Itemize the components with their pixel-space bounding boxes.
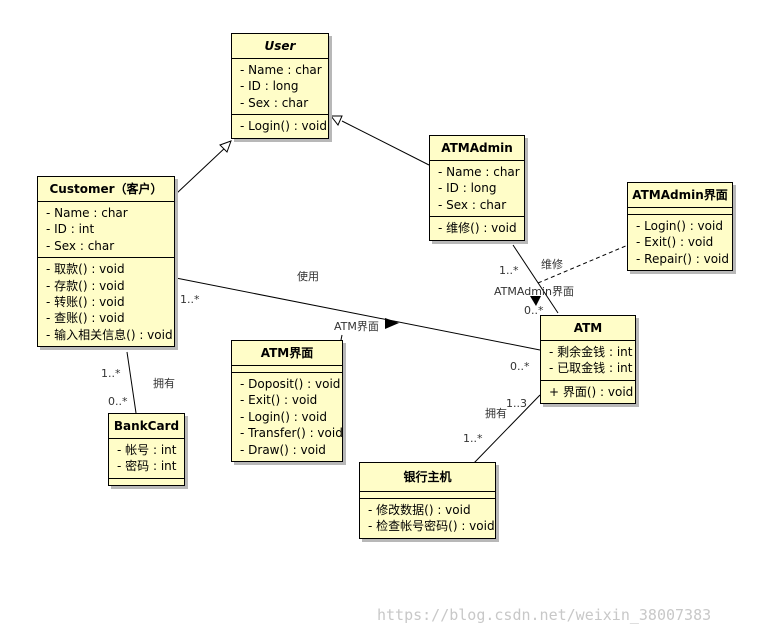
class-customer-name: Customer（客户）: [38, 177, 174, 202]
class-atmadmin-ui-operations: - Login() : void - Exit() : void - Repai…: [628, 215, 732, 270]
class-atm-ui-op: - Doposit() : void: [240, 377, 341, 391]
class-atmadmin-ui-name: ATMAdmin界面: [628, 183, 732, 208]
class-user-attributes: - Name : char - ID : long - Sex : char: [232, 59, 328, 116]
atmadmin-multiplicity: 1..*: [499, 264, 519, 277]
class-atm-attr: - 已取金钱 : int: [549, 361, 633, 376]
class-customer-op: - 输入相关信息() : void: [46, 327, 173, 342]
class-atmadmin-ui-op: - Repair() : void: [636, 251, 729, 266]
class-atm-name: ATM: [541, 316, 635, 341]
own-host-association-label: 拥有: [485, 407, 507, 420]
class-atm-attributes: - 剩余金钱 : int - 已取金钱 : int: [541, 341, 635, 381]
class-atmadmin-ui-op: - Login() : void: [636, 219, 723, 233]
customer-user-generalization: [176, 145, 228, 194]
class-atmadmin-ui[interactable]: ATMAdmin界面 - Login() : void - Exit() : v…: [627, 182, 733, 272]
customer-use-multiplicity: 1..*: [180, 293, 200, 306]
class-bank-host-attributes: [360, 492, 495, 499]
class-user-attr: - Name : char: [240, 63, 322, 77]
class-atm-ui[interactable]: ATM界面 - Doposit() : void - Exit() : void…: [231, 340, 343, 462]
class-customer-op: - 转账() : void: [46, 294, 125, 309]
class-atmadmin-ui-op: - Exit() : void: [636, 235, 714, 250]
atm-use-multiplicity: 0..*: [510, 360, 530, 373]
class-atm-ui-op: - Transfer() : void: [240, 426, 343, 441]
class-atm-op: + 界面() : void: [549, 384, 634, 399]
class-customer[interactable]: Customer（客户） - Name : char - ID : int - …: [37, 176, 175, 348]
class-user-attr: - ID : long: [240, 79, 299, 94]
class-atmadmin-name: ATMAdmin: [430, 136, 524, 161]
atmadmin-atm-association: [512, 244, 559, 314]
own-card-association-label: 拥有: [153, 377, 175, 390]
class-bank-host-operations: - 修改数据() : void - 检查帐号密码() : void: [360, 499, 495, 538]
class-atm-ui-operations: - Doposit() : void - Exit() : void - Log…: [232, 373, 343, 461]
class-customer-op: - 取款() : void: [46, 262, 125, 277]
class-atm-ui-op: - Draw() : void: [240, 442, 326, 457]
customer-atm-association: [175, 277, 541, 351]
class-atmadmin-op: - 维修() : void: [438, 221, 517, 236]
class-bank-host-op: - 检查帐号密码() : void: [368, 519, 495, 534]
atmadmin-user-generalization: [341, 120, 430, 166]
use-direction-arrowhead: [385, 318, 399, 329]
class-bankcard[interactable]: BankCard - 帐号 : int - 密码 : int: [108, 413, 185, 486]
class-customer-op: - 存款() : void: [46, 278, 125, 293]
class-user-name: User: [232, 34, 328, 59]
class-atmadmin[interactable]: ATMAdmin - Name : char - ID : long - Sex…: [429, 135, 525, 241]
class-atmadmin-operations: - 维修() : void: [430, 217, 524, 239]
class-customer-attr: - Name : char: [46, 206, 128, 220]
class-user-op: - Login() : void: [240, 119, 327, 134]
customer-user-generalization-arrowhead: [219, 140, 232, 153]
repair-dashed-connector: [537, 244, 629, 284]
class-user[interactable]: User - Name : char - ID : long - Sex : c…: [231, 33, 329, 139]
class-atmadmin-attr: - Sex : char: [438, 197, 507, 212]
host-multiplicity: 1..*: [463, 432, 483, 445]
atm-host-multiplicity: 1..3: [506, 397, 527, 410]
atmadmin-user-generalization-arrowhead: [329, 115, 343, 126]
atm-host-association: [473, 394, 541, 464]
class-bankcard-name: BankCard: [109, 414, 184, 439]
class-bankcard-attributes: - 帐号 : int - 密码 : int: [109, 439, 184, 479]
class-atm-ui-name: ATM界面: [232, 341, 342, 366]
class-customer-attr: - ID : int: [46, 222, 95, 237]
atmadmin-ui-role-label: ATMAdmin界面: [494, 285, 574, 298]
class-bank-host[interactable]: 银行主机 - 修改数据() : void - 检查帐号密码() : void: [359, 462, 496, 539]
atm-admin-multiplicity: 0..*: [524, 304, 544, 317]
customer-card-multiplicity: 1..*: [101, 367, 121, 380]
class-atm-operations: + 界面() : void: [541, 381, 635, 403]
class-bank-host-name: 银行主机: [360, 463, 495, 492]
class-bank-host-op: - 修改数据() : void: [368, 503, 471, 517]
class-bankcard-operations: [109, 479, 184, 485]
class-atm-ui-attributes: [232, 366, 342, 373]
atmadmin-atm-arrowhead: [530, 296, 541, 306]
use-association-label: 使用: [297, 270, 319, 283]
customer-bankcard-association: [126, 351, 137, 414]
class-customer-attr: - Sex : char: [46, 238, 115, 253]
atm-ui-tick: [340, 334, 343, 341]
class-atm[interactable]: ATM - 剩余金钱 : int - 已取金钱 : int + 界面() : v…: [540, 315, 636, 405]
class-atmadmin-attr: - Name : char: [438, 165, 520, 179]
class-customer-operations: - 取款() : void - 存款() : void - 转账() : voi…: [38, 258, 174, 346]
class-bankcard-attr: - 密码 : int: [117, 459, 177, 474]
class-customer-attributes: - Name : char - ID : int - Sex : char: [38, 202, 174, 259]
class-atm-ui-op: - Login() : void: [240, 409, 327, 424]
atm-ui-role-label: ATM界面: [334, 320, 379, 333]
watermark-text: https://blog.csdn.net/weixin_38007383: [377, 606, 712, 624]
class-atmadmin-attributes: - Name : char - ID : long - Sex : char: [430, 161, 524, 218]
class-customer-op: - 查账() : void: [46, 311, 125, 326]
class-user-attr: - Sex : char: [240, 95, 309, 110]
class-atm-ui-op: - Exit() : void: [240, 393, 318, 408]
repair-association-label: 维修: [541, 258, 563, 271]
class-atmadmin-ui-attributes: [628, 208, 732, 215]
class-bankcard-attr: - 帐号 : int: [117, 443, 177, 457]
class-user-operations: - Login() : void: [232, 115, 328, 137]
class-atm-attr: - 剩余金钱 : int: [549, 345, 633, 359]
class-atmadmin-attr: - ID : long: [438, 181, 497, 196]
bankcard-multiplicity: 0..*: [108, 395, 128, 408]
